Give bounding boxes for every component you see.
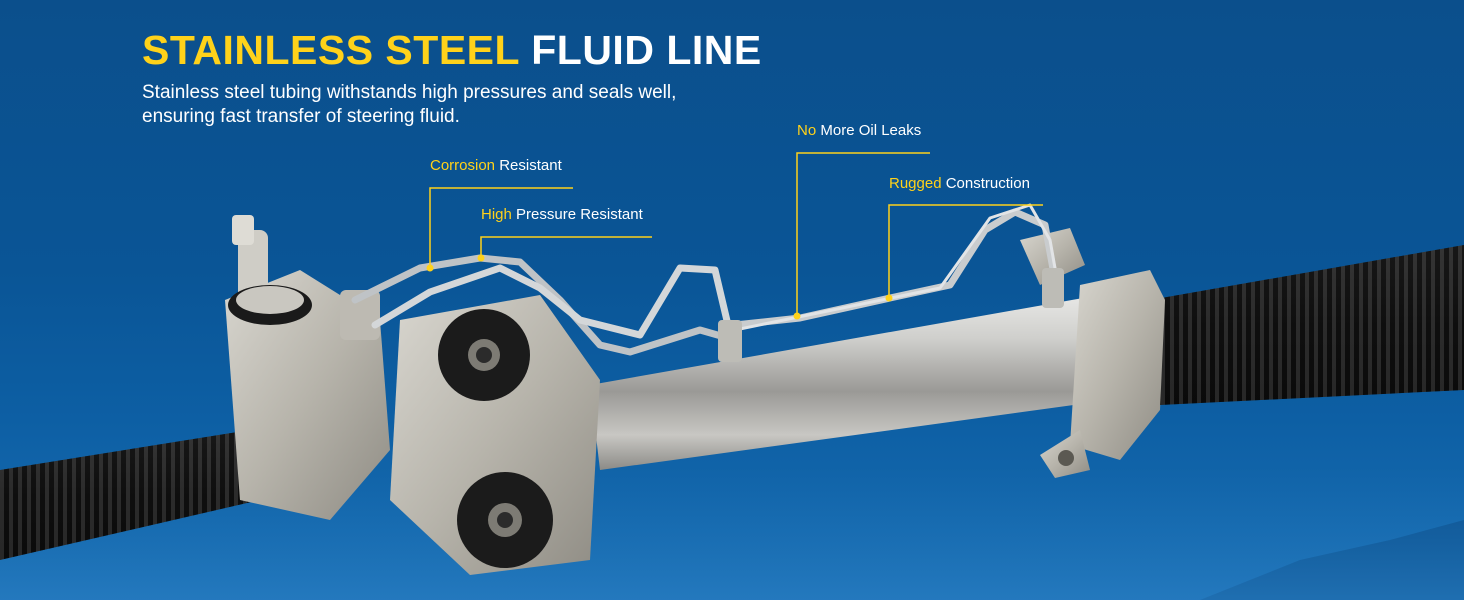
callout-accent: No	[797, 122, 817, 139]
rack-tube	[590, 295, 1119, 470]
callout-text: Pressure Resistant	[516, 206, 643, 223]
callout-text: More Oil Leaks	[820, 122, 922, 139]
callout-text: Construction	[945, 175, 1030, 192]
headline-rest: FLUID LINE	[531, 27, 762, 73]
callout-accent: High	[481, 206, 512, 223]
callout-accent: Corrosion	[430, 157, 496, 174]
callout-high-pressure-resistant: High Pressure Resistant	[481, 206, 643, 224]
callout-rugged-construction: Rugged Construction	[889, 175, 1030, 193]
callout-accent: Rugged	[889, 175, 942, 192]
callout-text: Resistant	[499, 157, 562, 174]
subtitle-line-2: ensuring fast transfer of steering fluid…	[142, 106, 460, 127]
subtitle: Stainless steel tubing withstands high p…	[142, 81, 782, 129]
leader-high-pressure	[480, 236, 652, 258]
left-bellows-boot	[0, 430, 260, 560]
leader-corrosion	[429, 187, 573, 268]
callout-corrosion-resistant: Corrosion Resistant	[430, 157, 562, 175]
stainless-fluid-lines	[351, 203, 1064, 362]
callout-no-more-oil-leaks: No More Oil Leaks	[797, 122, 921, 140]
leader-no-leaks	[796, 152, 930, 316]
headline: STAINLESS STEEL FLUID LINE	[142, 28, 762, 72]
headline-accent: STAINLESS STEEL	[142, 27, 520, 73]
subtitle-line-1: Stainless steel tubing withstands high p…	[142, 82, 677, 103]
callout-dots	[426, 254, 893, 320]
right-end-housing	[1020, 228, 1165, 478]
mount-body	[390, 295, 600, 575]
pinion-housing	[225, 215, 390, 520]
leader-rugged	[888, 204, 1043, 298]
callout-leaders	[429, 152, 1043, 316]
right-bellows-boot	[1150, 245, 1464, 405]
